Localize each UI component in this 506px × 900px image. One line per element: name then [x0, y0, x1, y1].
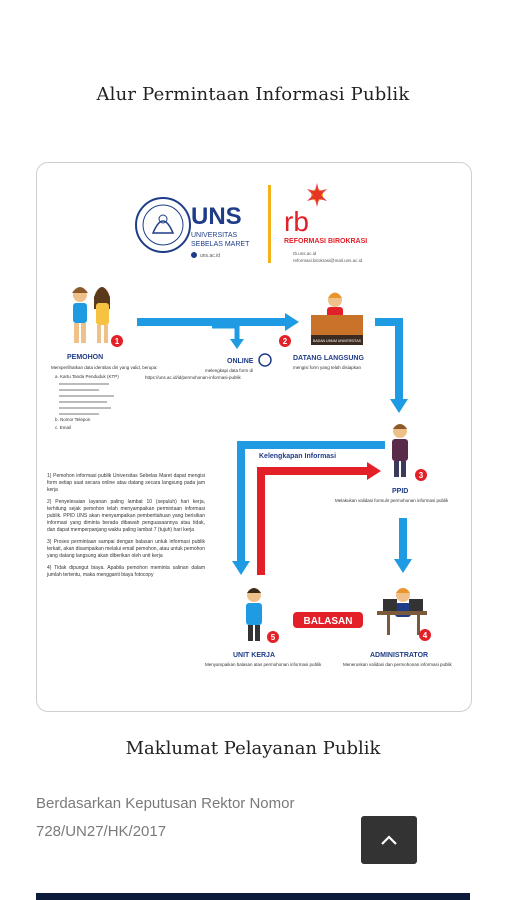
uns-name-line1: UNIVERSITAS	[191, 232, 237, 239]
uns-url: uns.ac.id	[200, 253, 220, 259]
note-2: 2) Penyelesaian layanan paling lambat 10…	[47, 499, 205, 533]
uns-name-line2: SEBELAS MARET	[191, 241, 250, 248]
step2-number: 2	[283, 337, 288, 346]
step3-label: PPID	[392, 488, 408, 495]
uns-logo-text: UNS	[191, 203, 242, 230]
online-text: melengkapi data form di	[205, 368, 253, 373]
note-3: 3) Proses permintaan sampai dengan balas…	[47, 539, 205, 559]
arrow-head-red	[367, 462, 381, 480]
step1-label: PEMOHON	[67, 354, 103, 361]
step4-text: Meneruskan validasi dan permohonan infor…	[343, 662, 453, 667]
online-label: ONLINE	[227, 358, 254, 365]
step1-detail-lines	[59, 383, 114, 415]
rb-sun-icon	[307, 183, 327, 207]
administrator-icon	[377, 588, 427, 635]
rb-email: reformasi.birokrasi@mail.uns.ac.id	[293, 258, 363, 263]
computer-icon	[258, 353, 272, 367]
step5-number: 5	[271, 633, 276, 642]
arrow-head-right	[285, 313, 299, 331]
step5-text: Menyampaikan balasan atas permohonan inf…	[205, 662, 322, 667]
arrow-head-down-online	[230, 339, 244, 349]
step5-badge	[267, 631, 279, 643]
note-1: 1) Pemohon informasi publik Universitas …	[47, 473, 205, 493]
step4-badge	[419, 629, 431, 641]
banner-image-edge	[36, 893, 470, 900]
scroll-to-top-button[interactable]	[361, 816, 417, 864]
step5-label: UNIT KERJA	[233, 652, 275, 659]
arrow-head-down-ppid	[390, 399, 408, 413]
ppid-person-icon	[392, 424, 408, 477]
chevron-up-icon	[381, 835, 397, 845]
notes-list: 1) Pemohon informasi publik Universitas …	[47, 473, 205, 579]
arrow-head-down-unit	[232, 561, 250, 575]
step1-badge	[111, 335, 123, 347]
kelengkapan-label: Kelengkapan Informasi	[259, 453, 336, 460]
pemohon-people-icon	[72, 287, 110, 343]
step3-text: Melakukan validasi formulir permohonan i…	[335, 498, 449, 503]
decree-text: Berdasarkan Keputusan Rektor Nomor 728/U…	[36, 795, 295, 840]
step1-item-b: b. Nomor Telepon	[55, 417, 91, 422]
step3-number: 3	[419, 471, 424, 480]
step2-badge	[279, 335, 291, 347]
note-4: 4) Tidak dipungut biaya. Apabila pemohon…	[47, 565, 205, 578]
step4-label: ADMINISTRATOR	[370, 652, 428, 659]
step1-text: Memperlihatkan data identitas diri yang …	[51, 365, 158, 370]
infographic: UNS UNIVERSITAS SEBELAS MARET uns.ac.id …	[51, 183, 453, 667]
front-desk-icon: BADAN UMUM UNIVERSITAS	[311, 292, 363, 345]
arrow-head-down-admin	[394, 559, 412, 573]
globe-icon	[191, 252, 197, 258]
balasan-label: BALASAN	[304, 616, 353, 627]
rb-logo-text: rb	[284, 206, 309, 237]
step2-building: BADAN UMUM UNIVERSITAS	[313, 339, 362, 343]
infographic-card: UNS UNIVERSITAS SEBELAS MARET uns.ac.id …	[36, 162, 472, 712]
step1-item-c: c. Email	[55, 425, 71, 430]
logo-divider	[268, 185, 271, 263]
page-title: Alur Permintaan Informasi Publik	[96, 84, 410, 105]
step1-item-a: a. Kartu Tanda Penduduk (KTP)	[55, 374, 119, 379]
rb-url: rb.uns.ac.id	[293, 251, 317, 256]
step3-badge	[415, 469, 427, 481]
step4-number: 4	[423, 631, 428, 640]
balasan-badge	[293, 612, 363, 628]
step2-text: mengisi form yang telah disiapkan	[293, 365, 362, 370]
step2-label: DATANG LANGSUNG	[293, 355, 364, 362]
unit-kerja-person-icon	[246, 588, 262, 641]
rb-name: REFORMASI BIROKRASI	[284, 238, 367, 245]
section-title: Maklumat Pelayanan Publik	[125, 738, 381, 759]
uns-seal-icon	[135, 197, 191, 253]
online-url: https://uns.ac.id/id/permohonan-informas…	[145, 375, 242, 380]
step1-number: 1	[115, 337, 120, 346]
